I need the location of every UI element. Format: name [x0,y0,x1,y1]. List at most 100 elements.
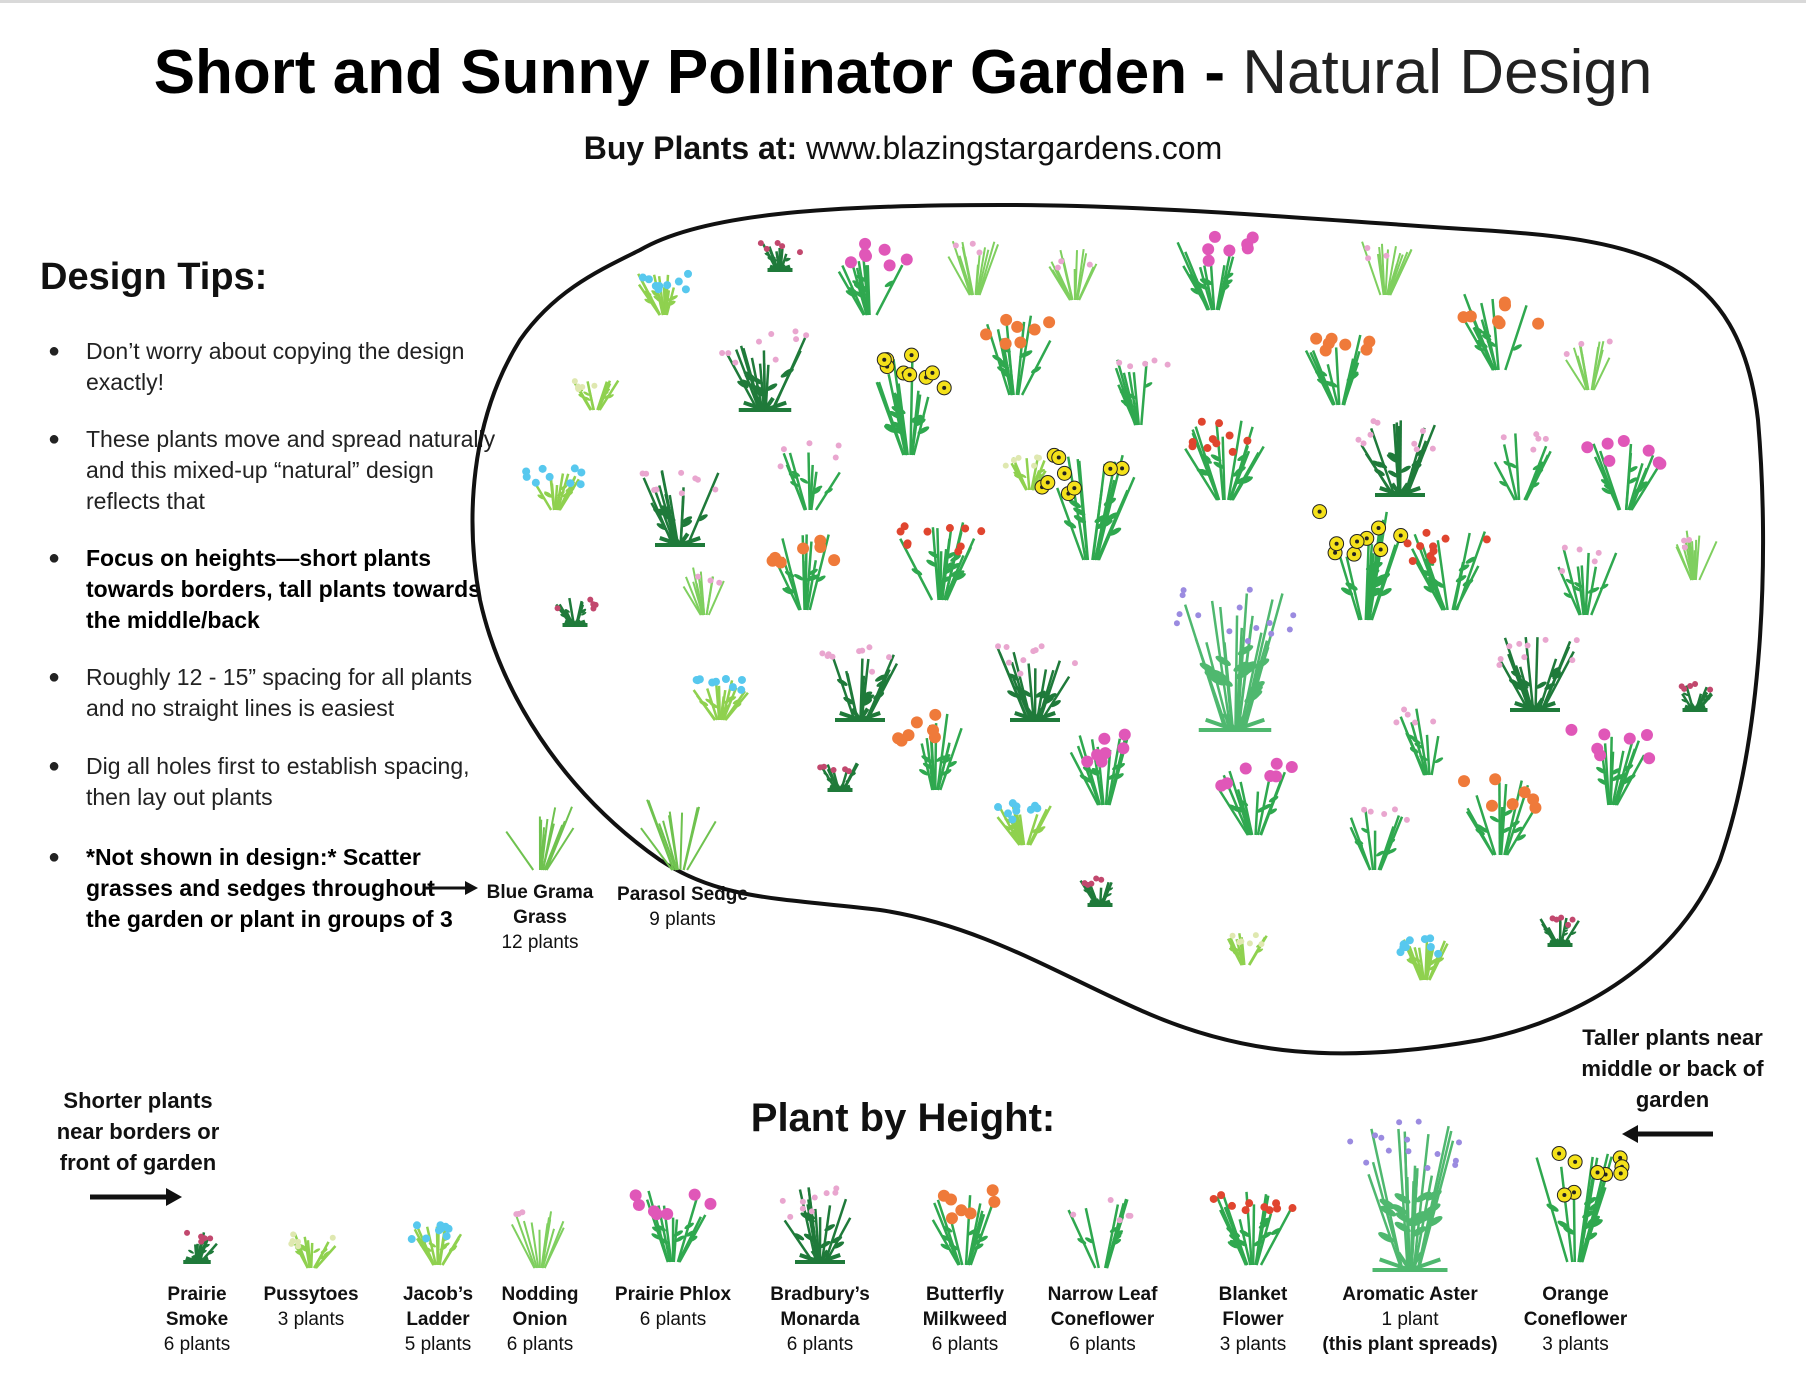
nodding-onion-plant-icon [1563,338,1613,391]
orange-coneflower-plant-icon [1034,447,1136,561]
plant-name: Pussytoes [263,1284,359,1305]
prairie-smoke-plant-icon [1539,914,1580,947]
page-title: Short and Sunny Pollinator Garden - Natu… [0,38,1806,108]
legend-label-monarda: Bradbury’s Monarda 6 plants [765,1282,875,1357]
legend-label-milkweed: Butterfly Milkweed 6 plants [910,1282,1020,1357]
shorter-plants-note: Shorter plants near borders or front of … [56,1088,220,1175]
plant-count: 6 plants [163,1334,231,1355]
plant-count: 12 plants [501,932,579,953]
milkweed-plant-icon [766,534,841,611]
milkweed-plant-icon [1458,773,1542,856]
design-tips-heading: Design Tips: [40,256,268,298]
prairie-phlox-plant-icon [1069,728,1131,806]
narrow-coneflower-plant-icon [1067,1196,1134,1269]
plant-name: Prairie Smoke [165,1284,229,1330]
prairie-phlox-plant-icon [1215,757,1298,836]
plant-count: 1 plant [1381,1309,1439,1330]
monarda-plant-icon [995,643,1078,722]
garden-plants [505,230,1718,981]
blanket-flower-plant-icon [1209,1191,1297,1266]
plant-count: 3 plants [277,1309,345,1330]
plant-by-height-heading: Plant by Height: [750,1096,1056,1140]
top-rule [0,0,1806,3]
prairie-smoke-plant-icon [757,239,803,272]
plant-name: Nodding Onion [501,1284,579,1330]
plant-count: 6 plants [639,1309,707,1330]
orange-coneflower-plant-icon [875,347,952,456]
grass-label-parasol-sedge: Parasol Sedge 9 plants [610,882,755,932]
garden-bed-outline [470,202,1766,1056]
prairie-phlox-plant-icon [1176,230,1259,311]
blanket-flower-plant-icon [896,522,986,601]
plant-name: Parasol Sedge [617,884,748,905]
arrow-head-shorter [166,1188,182,1206]
plant-name: Aromatic Aster [1342,1284,1478,1305]
milkweed-plant-icon [892,708,963,791]
plant-name: Blanket Flower [1218,1284,1288,1330]
plant-name: Bradbury’s Monarda [770,1284,870,1330]
plant-note: (this plant spreads) [1322,1334,1498,1355]
buy-plants-label: Buy Plants at: [583,130,798,166]
narrow-coneflower-plant-icon [1114,357,1171,426]
plant-count: 6 plants [786,1334,854,1355]
prairie-smoke-plant-icon [1079,875,1114,907]
tip-text: *Not shown in design:* Scatter grasses a… [86,844,453,932]
legend-label-aster: Aromatic Aster 1 plant (this plant sprea… [1320,1282,1500,1357]
legend-plants [183,1118,1630,1272]
legend-label-jacobs-ladder: Jacob’s Ladder 5 plants [388,1282,488,1357]
plant-name: Blue Grama Grass [486,882,594,928]
pussytoes-plant-icon [571,378,620,411]
page-title-bold: Short and Sunny Pollinator Garden - [153,38,1225,107]
grass-plant-icon [505,806,575,871]
narrow-coneflower-plant-icon [1493,431,1552,501]
prairie-smoke-plant-icon [817,762,860,792]
narrow-coneflower-plant-icon [1393,706,1444,776]
jacobs-ladder-plant-icon [522,464,586,511]
nodding-onion-plant-icon [1361,241,1413,296]
prairie-phlox-plant-icon [837,237,913,316]
milkweed-plant-icon [1304,332,1376,406]
legend-label-blanket-flower: Blanket Flower 3 plants [1198,1282,1308,1357]
nodding-onion-plant-icon [947,240,999,296]
jacobs-ladder-plant-icon [407,1221,463,1266]
orange-coneflower-plant-icon [1312,504,1409,621]
bullet-icon: ● [48,846,61,868]
nodding-onion-plant-icon [510,1209,565,1269]
prairie-phlox-plant-icon [1581,435,1667,511]
tip-text: These plants move and spread naturally a… [86,426,496,514]
tip-text: Focus on heights—short plants towards bo… [86,545,481,633]
plant-name: Orange Coneflower [1523,1284,1628,1330]
arrow-head-grasses [465,881,478,895]
jacobs-ladder-plant-icon [692,674,749,721]
bullet-icon: ● [48,755,61,777]
buy-plants-url[interactable]: www.blazingstargardens.com [806,130,1223,166]
prairie-smoke-plant-icon [1678,681,1714,712]
plant-name: Jacob’s Ladder [402,1284,474,1330]
nodding-onion-plant-icon [682,567,725,616]
narrow-coneflower-plant-icon [1349,806,1410,871]
plant-count: 9 plants [649,909,716,930]
taller-plants-note: Taller plants near middle or back of gar… [1581,1025,1764,1112]
milkweed-plant-icon [980,313,1056,396]
plant-count: 6 plants [1069,1334,1136,1355]
bullet-icon: ● [48,340,61,362]
aster-plant-icon [1347,1118,1462,1272]
pussytoes-plant-icon [1002,454,1047,491]
monarda-plant-icon [639,469,720,547]
plant-count: 6 plants [506,1334,574,1355]
legend-label-pussytoes: Pussytoes 3 plants [256,1282,366,1332]
legend-label-orange-coneflower: Orange Coneflower 3 plants [1508,1282,1643,1357]
grass-label-blue-grama: Blue Grama Grass 12 plants [480,880,600,955]
plant-name: Narrow Leaf Coneflower [1047,1284,1158,1330]
grass-plant-icon [640,799,717,871]
prairie-smoke-plant-icon [554,596,599,627]
jacobs-ladder-plant-icon [1396,934,1449,981]
prairie-phlox-plant-icon [629,1188,717,1263]
jacobs-ladder-plant-icon [994,799,1052,846]
buy-plants-line: Buy Plants at: www.blazingstargardens.co… [0,128,1806,168]
milkweed-plant-icon [1457,293,1545,371]
monarda-plant-icon [819,644,899,722]
bullet-icon: ● [48,666,61,688]
legend-label-nodding-onion: Nodding Onion 6 plants [490,1282,590,1357]
